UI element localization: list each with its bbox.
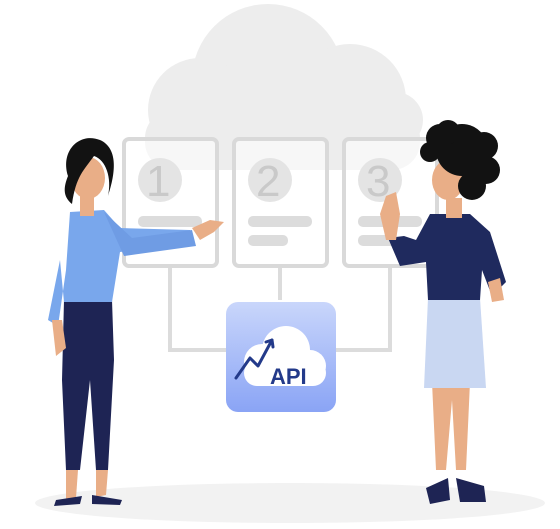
api-cloud-icon	[244, 326, 326, 386]
step-number-1: 1	[146, 157, 170, 206]
trend-arrow-icon	[234, 338, 275, 380]
curly-hair	[420, 120, 500, 200]
step-number-circle	[138, 158, 182, 202]
step-number-circle	[358, 158, 402, 202]
step-card-2: 2	[232, 137, 329, 268]
woman-left-figure	[48, 138, 224, 506]
api-badge: API	[226, 302, 336, 412]
connector-lines	[168, 266, 392, 352]
step-number-circle	[248, 158, 292, 202]
woman-right-figure	[380, 120, 506, 504]
api-label: API	[270, 364, 307, 389]
floor-shadow	[35, 483, 545, 523]
step-number-2: 2	[256, 157, 280, 206]
